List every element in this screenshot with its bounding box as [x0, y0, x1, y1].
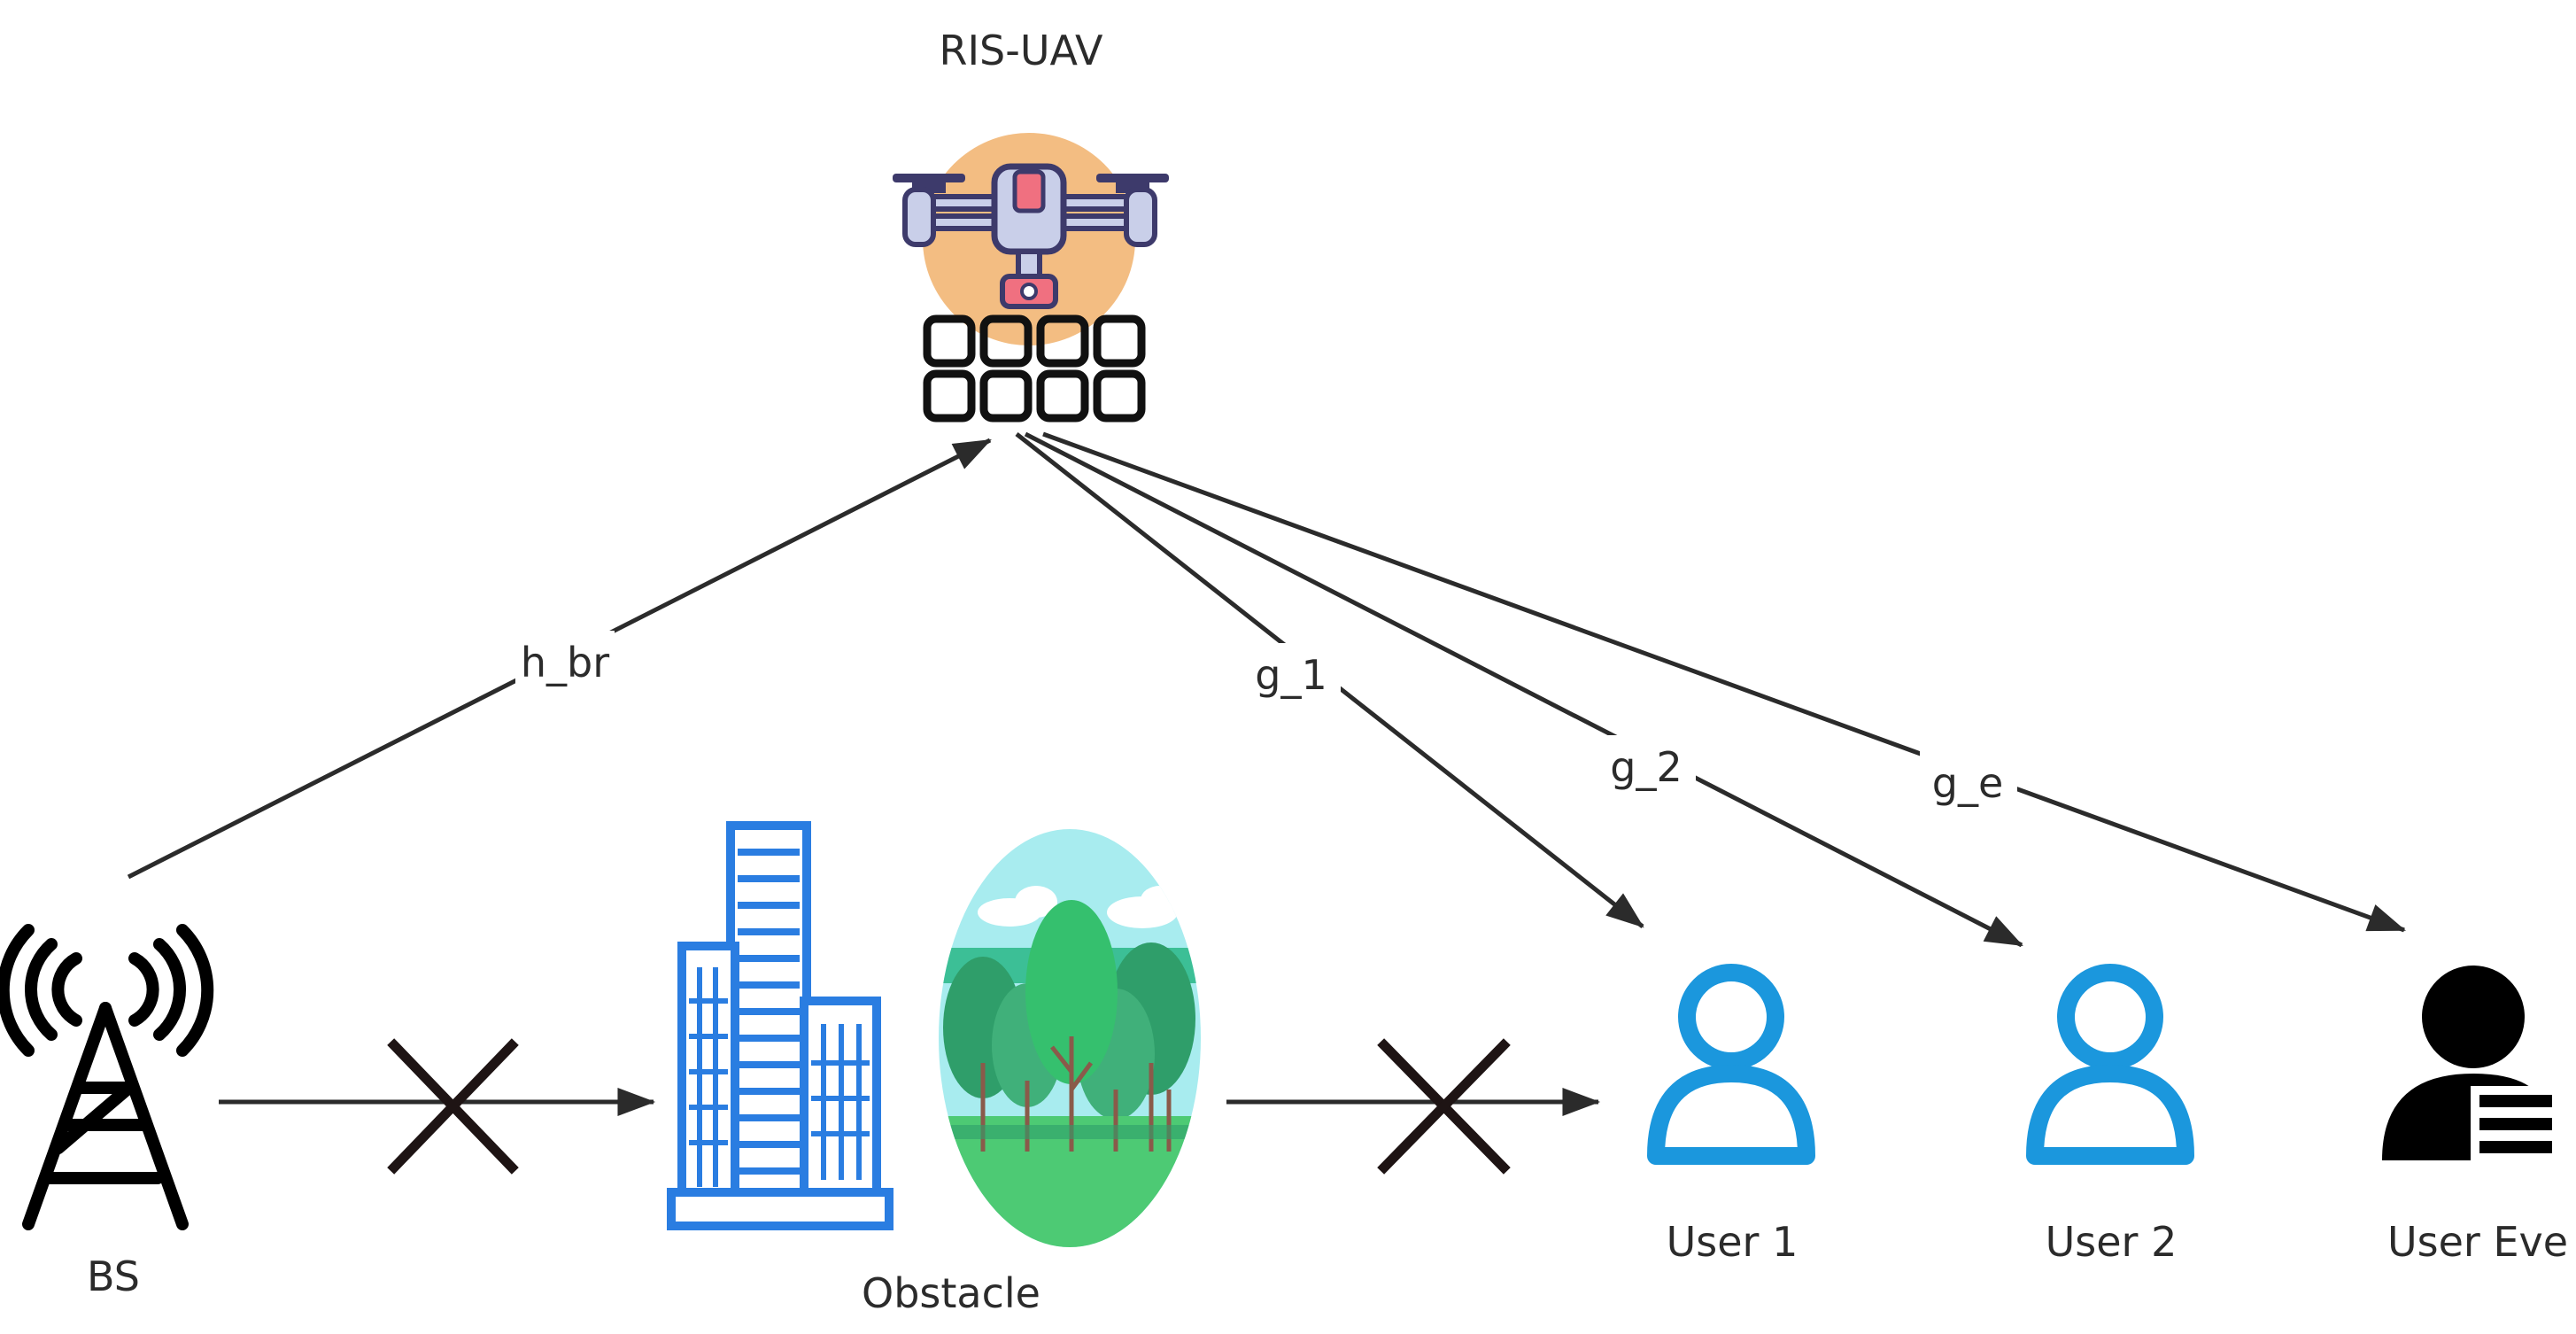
eve-node: User Eve — [2382, 966, 2568, 1266]
obstacle-label: Obstacle — [862, 1269, 1040, 1317]
building-icon — [667, 821, 893, 1230]
base-station-tower-icon — [0, 924, 214, 1230]
blocked-cross-icon — [1377, 1038, 1511, 1175]
bs-label: BS — [87, 1253, 140, 1300]
user-icon — [2026, 964, 2194, 1165]
user2-label: User 2 — [2046, 1218, 2178, 1266]
ris-uav-label: RIS-UAV — [940, 27, 1104, 74]
drone-icon — [893, 133, 1169, 345]
link-g-2 — [1024, 431, 2023, 948]
edge-label-g-e: g_e — [1932, 759, 2004, 807]
edge-label-g-1: g_1 — [1255, 651, 1327, 699]
user1-node: User 1 — [1647, 964, 1815, 1266]
link-g-e — [1042, 431, 2407, 933]
obstacle-node: Obstacle — [667, 821, 1201, 1317]
ris-element-grid-icon — [923, 314, 1146, 423]
eavesdropper-icon — [2382, 966, 2559, 1160]
forest-icon — [939, 829, 1201, 1247]
bs-node: BS — [0, 924, 214, 1300]
edge-labels: h_br g_1 g_2 g_e — [515, 631, 2017, 813]
edge-label-g-2: g_2 — [1610, 743, 1682, 791]
user1-label: User 1 — [1667, 1218, 1799, 1266]
user-icon — [1647, 964, 1815, 1165]
user2-node: User 2 — [2026, 964, 2194, 1266]
edge-label-h-br: h_br — [521, 639, 609, 686]
ris-uav-node: RIS-UAV — [893, 27, 1169, 423]
eve-label: User Eve — [2387, 1218, 2568, 1266]
blocked-cross-icon — [387, 1038, 519, 1175]
